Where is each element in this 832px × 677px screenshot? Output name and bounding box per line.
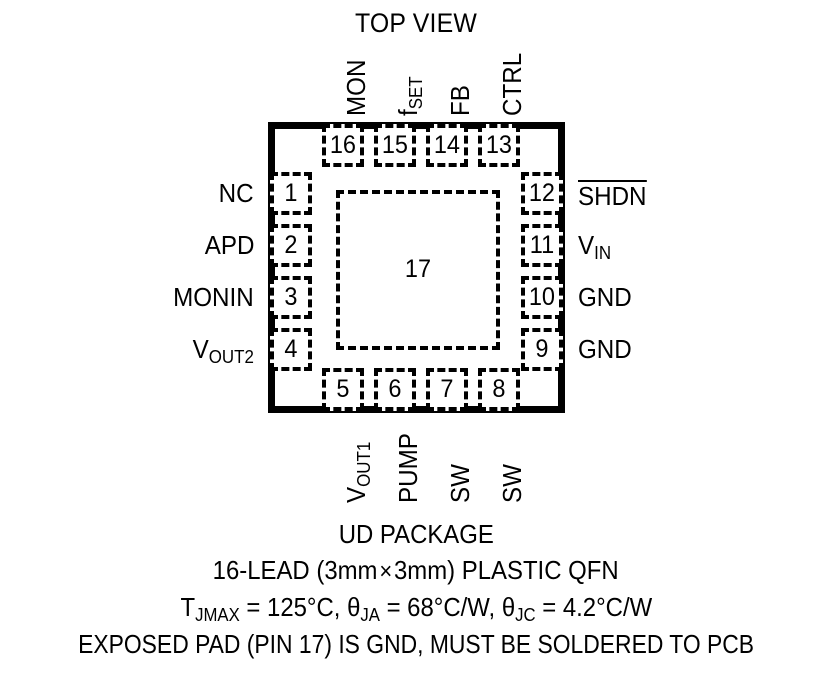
- pin-label-16: MON: [341, 59, 371, 116]
- pin-number-2: 2: [284, 231, 298, 259]
- lead-count-text: 16-LEAD (3mm×3mm) PLASTIC QFN: [213, 557, 619, 584]
- pin-label-6: PUMP: [393, 433, 423, 503]
- pin-label-7: SW: [445, 464, 475, 503]
- theta-ja-value: = 68°C/W,: [379, 592, 502, 622]
- pin-label-4-sub: OUT2: [208, 346, 254, 367]
- exposed-pad-note-text: EXPOSED PAD (PIN 17) IS GND, MUST BE SOL…: [78, 629, 754, 659]
- thermal-spec-text: TJMAX = 125°C, θJA = 68°C/W, θJC = 4.2°C…: [180, 592, 652, 624]
- pin-label-13: CTRL: [497, 52, 527, 116]
- exposed-pad-note-caption: EXPOSED PAD (PIN 17) IS GND, MUST BE SOL…: [0, 631, 832, 657]
- pin-label-7-text: SW: [445, 464, 475, 503]
- pin-label-3: MONIN: [173, 284, 254, 310]
- pin-box-2[interactable]: 2: [270, 224, 312, 267]
- theta-ja-symbol: θ: [346, 592, 361, 622]
- pin-box-5[interactable]: 5: [322, 368, 364, 411]
- pin-box-9[interactable]: 9: [521, 328, 563, 371]
- pin-label-13-text: CTRL: [497, 52, 527, 116]
- pin-number-1: 1: [284, 179, 298, 207]
- pin-label-12: SHDN: [578, 180, 647, 209]
- pin-box-14[interactable]: 14: [426, 124, 468, 167]
- pin-number-10: 10: [528, 283, 556, 311]
- pin-label-15: fSET: [393, 76, 426, 116]
- lead-count-prefix: 16-LEAD (3mm: [213, 555, 378, 585]
- pin-label-5: VOUT1: [341, 442, 374, 503]
- pin-label-1: NC: [219, 180, 254, 206]
- pin-label-1-text: NC: [219, 178, 254, 208]
- pin-box-10[interactable]: 10: [521, 276, 563, 319]
- pin-label-9-text: GND: [578, 334, 632, 364]
- pin-label-11-sub: IN: [594, 242, 612, 263]
- pin-number-9: 9: [535, 335, 549, 363]
- theta-jc-sub: JC: [514, 604, 536, 625]
- pin-number-15: 15: [381, 131, 409, 159]
- lead-count-caption: 16-LEAD (3mm×3mm) PLASTIC QFN: [0, 557, 832, 584]
- exposed-pad-outline: [336, 190, 500, 350]
- pin-label-16-text: MON: [341, 59, 371, 116]
- package-body-outline: [268, 122, 565, 413]
- pin-label-10-text: GND: [578, 282, 632, 312]
- pin-label-14-text: FB: [445, 85, 475, 116]
- pin-label-15-sub: SET: [405, 76, 426, 110]
- pin-box-12[interactable]: 12: [521, 172, 563, 215]
- pin-number-14: 14: [433, 131, 461, 159]
- pin-label-2: APD: [204, 232, 254, 258]
- tjmax-symbol: T: [180, 592, 195, 622]
- pin-box-11[interactable]: 11: [521, 224, 563, 267]
- pin-number-13: 13: [485, 131, 513, 159]
- theta-jc-symbol: θ: [501, 592, 515, 622]
- exposed-pad-number: 17: [404, 255, 432, 283]
- pin-label-11: VIN: [578, 230, 611, 262]
- pin-box-1[interactable]: 1: [270, 172, 312, 215]
- pin-number-8: 8: [492, 375, 506, 403]
- pin-label-5-text: V: [341, 486, 371, 503]
- pin-number-16: 16: [329, 131, 357, 159]
- package-name-text: UD PACKAGE: [338, 519, 494, 549]
- top-view-title: TOP VIEW: [354, 8, 478, 38]
- pin-label-8: SW: [497, 464, 527, 503]
- pin-number-4: 4: [284, 335, 298, 363]
- pin-box-6[interactable]: 6: [374, 368, 416, 411]
- pin-number-12: 12: [528, 179, 556, 207]
- theta-ja-sub: JA: [360, 604, 380, 625]
- pin-label-11-text: V: [578, 230, 595, 260]
- pin-label-14: FB: [445, 85, 475, 116]
- pin-box-16[interactable]: 16: [322, 124, 364, 167]
- pin-number-7: 7: [440, 375, 454, 403]
- pin-label-4: VOUT2: [192, 334, 254, 366]
- multiplication-sign: ×: [379, 558, 393, 585]
- pin-label-5-sub: OUT1: [353, 441, 374, 487]
- theta-jc-value: = 4.2°C/W: [535, 592, 652, 622]
- pin-box-13[interactable]: 13: [478, 124, 520, 167]
- pin-label-4-text: V: [192, 334, 209, 364]
- pin-box-8[interactable]: 8: [478, 368, 520, 411]
- thermal-spec-caption: TJMAX = 125°C, θJA = 68°C/W, θJC = 4.2°C…: [0, 592, 832, 624]
- pin-number-11: 11: [529, 231, 555, 259]
- pin-label-6-text: PUMP: [393, 433, 423, 503]
- pin-label-9: GND: [578, 336, 632, 362]
- pin-label-2-text: APD: [204, 230, 254, 260]
- pin-label-10: GND: [578, 284, 632, 310]
- package-name-caption: UD PACKAGE: [0, 521, 832, 547]
- pin-number-6: 6: [388, 375, 402, 403]
- pin-number-5: 5: [336, 375, 350, 403]
- pin-label-12-text: SHDN: [578, 180, 647, 211]
- lead-count-suffix: 3mm) PLASTIC QFN: [394, 555, 619, 585]
- tjmax-value: = 125°C,: [239, 592, 347, 622]
- pin-number-3: 3: [284, 283, 298, 311]
- pin-label-8-text: SW: [497, 464, 527, 503]
- pin-box-4[interactable]: 4: [270, 328, 312, 371]
- pin-label-15-text: f: [393, 109, 423, 116]
- pin-box-15[interactable]: 15: [374, 124, 416, 167]
- pin-box-3[interactable]: 3: [270, 276, 312, 319]
- pin-box-7[interactable]: 7: [426, 368, 468, 411]
- pin-label-3-text: MONIN: [173, 282, 254, 312]
- tjmax-sub: JMAX: [194, 604, 240, 625]
